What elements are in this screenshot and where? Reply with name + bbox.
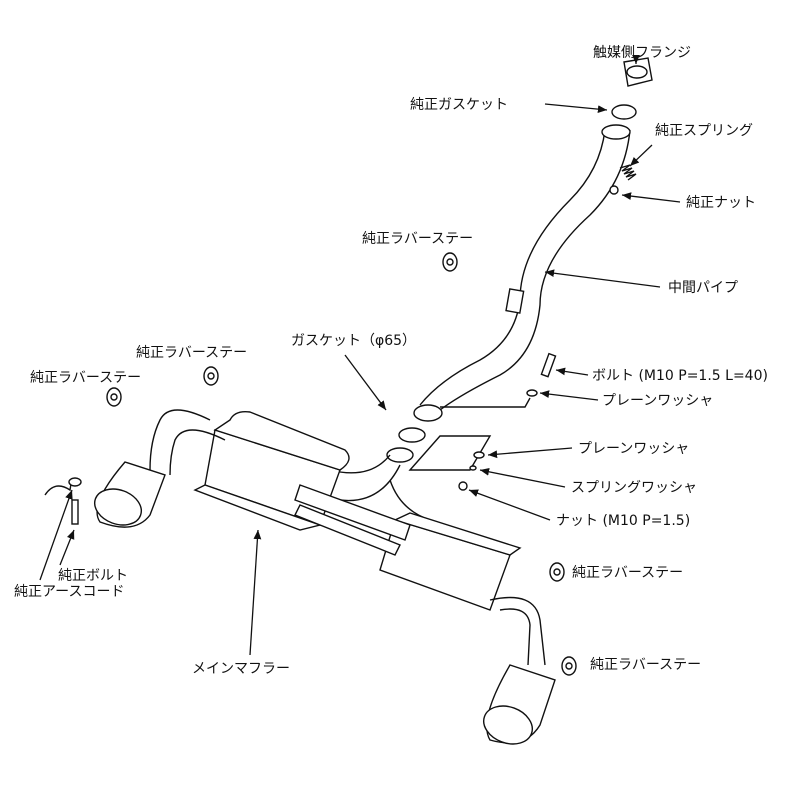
- mid-pipe: [419, 129, 631, 411]
- spring-part: [609, 164, 637, 195]
- tail-pipe-right: [483, 596, 556, 745]
- label-mid-pipe: 中間パイプ: [668, 280, 738, 296]
- label-oem-rubber-stay-left2: 純正ラバーステー: [30, 370, 141, 386]
- label-plain-washer-2: プレーンワッシャ: [578, 441, 689, 457]
- label-oem-rubber-stay-left1: 純正ラバーステー: [136, 345, 247, 361]
- label-oem-rubber-stay-top: 純正ラバーステー: [362, 231, 473, 247]
- oem-gasket-part: [611, 104, 637, 120]
- pipe-flange-top: [601, 124, 631, 140]
- label-oem-earth-cord: 純正アースコード: [14, 584, 124, 600]
- leader-arrows: [39, 54, 681, 656]
- label-oem-rubber-stay-right2: 純正ラバーステー: [590, 657, 701, 673]
- label-nut: ナット (M10 P=1.5): [556, 513, 690, 529]
- label-plain-washer-1: プレーンワッシャ: [602, 393, 713, 409]
- label-spring-washer: スプリングワッシャ: [571, 480, 697, 496]
- label-bolt: ボルト (M10 P=1.5 L=40): [592, 368, 768, 384]
- label-catalyst-flange: 触媒側フランジ: [593, 45, 691, 61]
- label-main-muffler: メインマフラー: [192, 661, 290, 677]
- label-oem-nut: 純正ナット: [686, 195, 756, 211]
- rubber-stay-part: [106, 252, 577, 676]
- label-oem-gasket: 純正ガスケット: [410, 97, 508, 113]
- fasteners: [458, 352, 557, 491]
- main-muffler-part: [193, 410, 522, 611]
- label-oem-bolt: 純正ボルト: [58, 568, 128, 584]
- catalyst-flange: [623, 57, 653, 87]
- label-oem-spring: 純正スプリング: [655, 123, 753, 139]
- earth-cord-part: [44, 477, 82, 525]
- tail-pipe-left: [94, 409, 226, 528]
- label-gasket-65: ガスケット（φ65）: [291, 333, 416, 349]
- joint-gaskets: [386, 397, 531, 471]
- label-oem-rubber-stay-right1: 純正ラバーステー: [572, 565, 683, 581]
